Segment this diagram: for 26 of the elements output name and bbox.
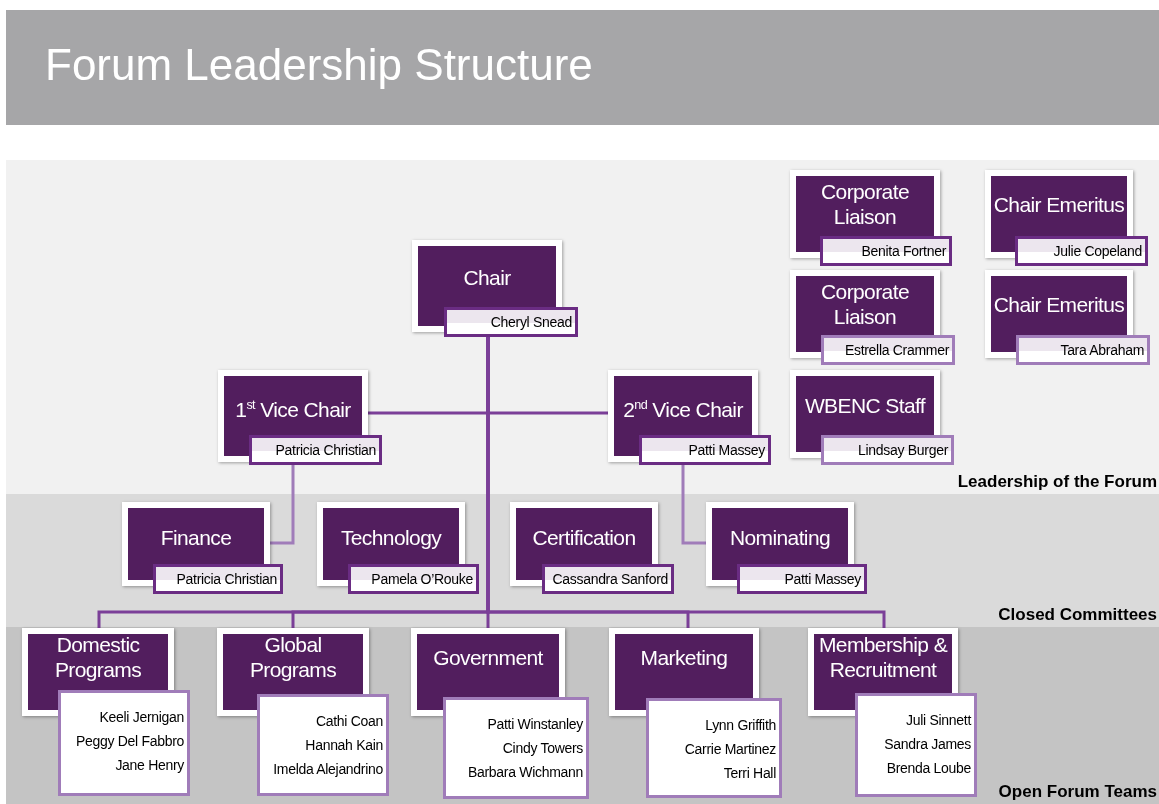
band-panel [6, 627, 1159, 804]
name-tag: Julie Copeland [1015, 236, 1148, 266]
name-tag: Cassandra Sanford [542, 564, 674, 594]
name-tag: Keeli Jernigan Peggy Del Fabbro Jane Henry [58, 690, 190, 796]
band-panel [6, 160, 1159, 494]
name-tag: Tara Abraham [1016, 335, 1150, 365]
name-tag: Patti Winstanley Cindy Towers Barbara Wichmann [443, 697, 589, 799]
name-tag: Lindsay Burger [821, 435, 954, 465]
name-tag: Patti Massey [737, 564, 867, 594]
band-heading: Open Forum Teams [998, 782, 1157, 802]
name-tag: Juli Sinnett Sandra James Brenda Loube [855, 693, 977, 797]
name-tag: Cheryl Snead [444, 307, 578, 337]
name-tag: Cathi Coan Hannah Kain Imelda Alejandrino [257, 694, 389, 796]
name-tag: Estrella Crammer [821, 335, 955, 365]
band-heading: Closed Committees [998, 605, 1157, 625]
band-heading: Leadership of the Forum [957, 472, 1157, 492]
name-tag: Patricia Christian [153, 564, 283, 594]
name-tag: Lynn Griffith Carrie Martinez Terri Hall [646, 698, 782, 798]
title: Forum Leadership Structure [45, 40, 593, 90]
name-tag: Pamela O’Rouke [348, 564, 479, 594]
band-panel [6, 494, 1159, 627]
name-tag: Benita Fortner [820, 236, 952, 266]
name-tag: Patricia Christian [249, 435, 382, 465]
name-tag: Patti Massey [639, 435, 771, 465]
connector-line [681, 465, 706, 545]
connector-line [270, 465, 295, 545]
